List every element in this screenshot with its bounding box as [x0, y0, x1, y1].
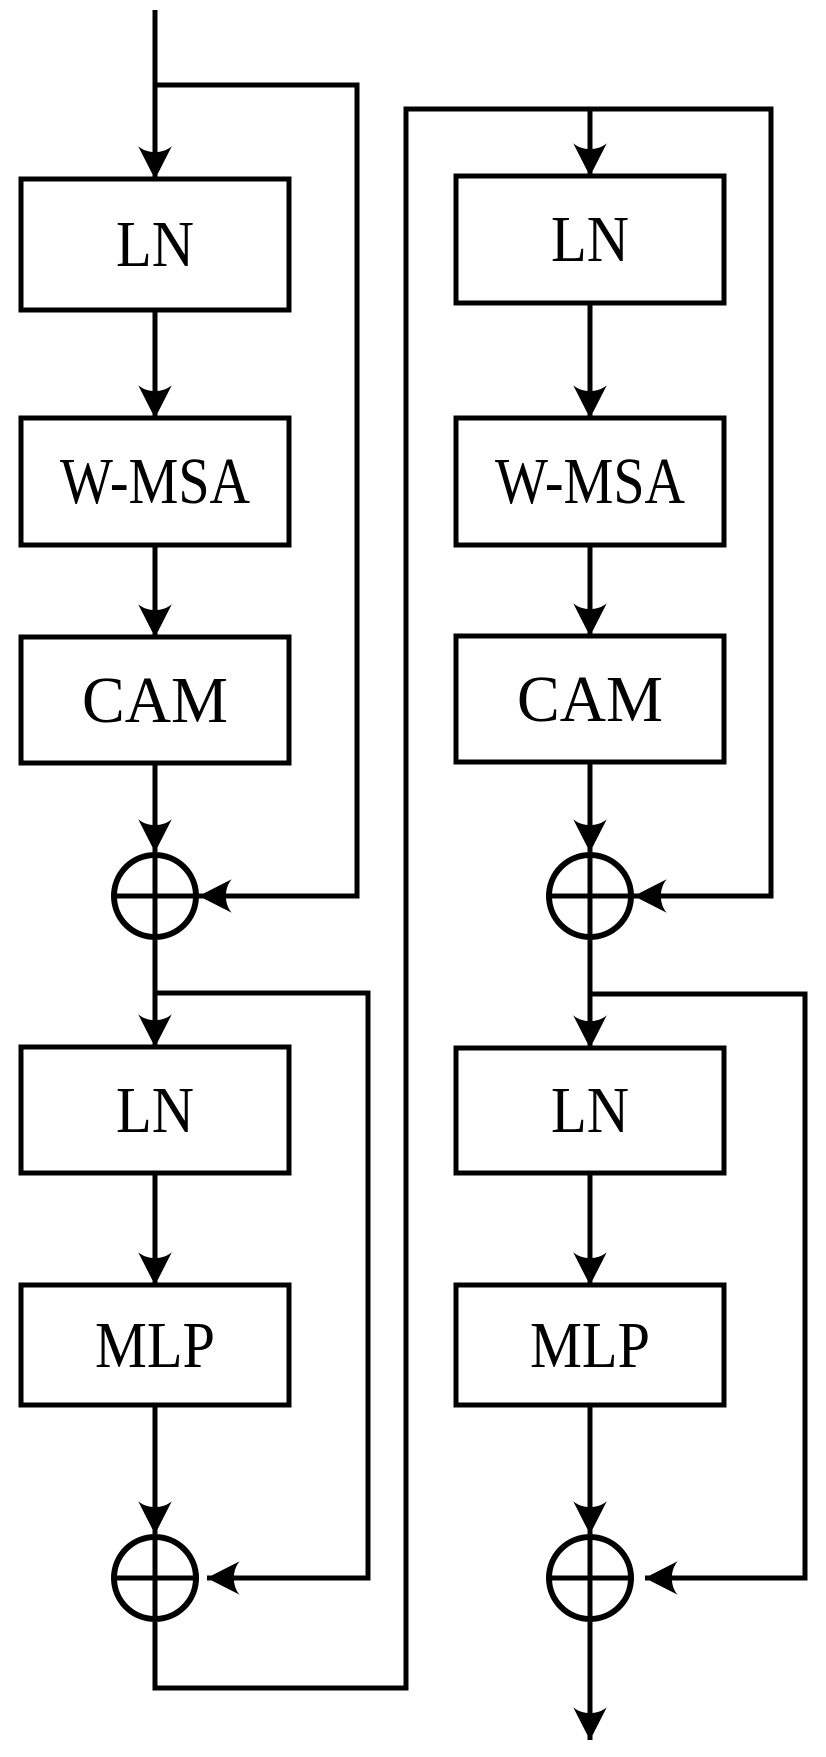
block2-ln2-label: LN	[551, 1074, 629, 1147]
block2-cam-label: CAM	[517, 663, 663, 736]
block1-cam-label: CAM	[82, 664, 228, 737]
block1-ln1-label: LN	[116, 208, 194, 281]
block1-skip-connection-2	[155, 990, 371, 1595]
block1-ln2-label: LN	[116, 1074, 194, 1147]
block1-ln1-box	[18, 176, 292, 313]
block2-mlp-box	[453, 1282, 727, 1408]
block2-add-operator-1	[546, 852, 634, 940]
block2-ln1-label: LN	[551, 203, 629, 276]
block1-mlp-box	[18, 1282, 292, 1408]
transformer-block-2: LN W-MSA CAM LN MLP	[453, 109, 808, 1741]
block2-skip-connection-2	[590, 991, 808, 1595]
block1-add-operator-1	[111, 852, 199, 940]
block1-to-block2-connector	[152, 106, 774, 1691]
block1-cam-box	[18, 634, 292, 766]
block1-ln2-box	[18, 1044, 292, 1176]
plus-cross	[114, 1537, 196, 1619]
block1-mlp-label: MLP	[95, 1309, 215, 1382]
block2-mlp-label: MLP	[530, 1309, 650, 1382]
block2-wmsa-label: W-MSA	[495, 445, 685, 518]
block2-add-operator-2	[546, 1534, 634, 1622]
block1-skip-connection-1	[155, 82, 360, 913]
plus-cross	[549, 855, 631, 937]
block1-wmsa-label: W-MSA	[60, 445, 250, 518]
plus-cross	[549, 1537, 631, 1619]
block1-add-operator-2	[111, 1534, 199, 1622]
plus-cross	[114, 855, 196, 937]
block2-wmsa-box	[453, 415, 727, 548]
block2-ln1-box	[453, 173, 727, 306]
transformer-block-1: LN W-MSA CAM LN MLP	[18, 10, 371, 1622]
block2-cam-box	[453, 633, 727, 765]
block2-ln2-box	[453, 1045, 727, 1176]
block1-wmsa-box	[18, 415, 292, 548]
